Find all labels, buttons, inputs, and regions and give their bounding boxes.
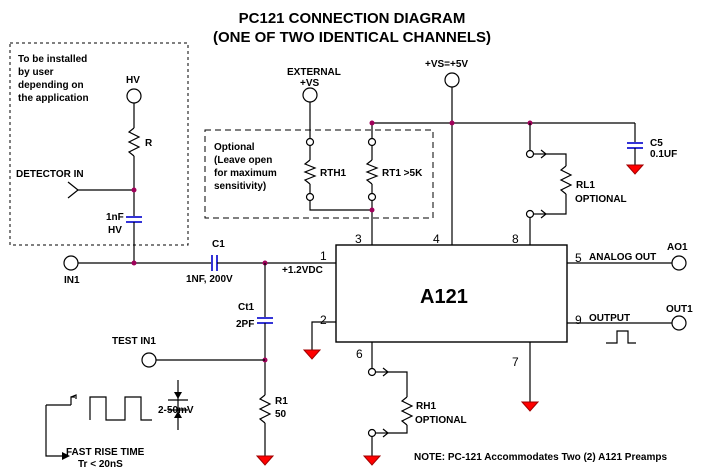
fast-rise-label: FAST RISE TIME [66,447,145,458]
hv-capacitor-value: 1nF [106,212,124,223]
resistor-rt1 [365,159,379,185]
pin-9: 9 [575,313,582,327]
diagram-title: PC121 CONNECTION DIAGRAM [239,10,466,27]
test-in1-label: TEST IN1 [112,336,156,347]
user-note-line1: To be installed [18,54,87,65]
pulse-amplitude: 2-50mV [158,405,194,416]
external-vs-line1: EXTERNAL [287,67,341,78]
pin-4: 4 [433,232,440,246]
external-vs-line2: +VS [300,78,320,89]
ct1-label: Ct1 [238,302,255,313]
rl1-optional: OPTIONAL [575,194,627,205]
pin-8: 8 [512,232,519,246]
hv-label: HV [126,75,140,86]
optional-note-line1: Optional [214,142,255,153]
analog-output: ANALOG OUT AO1 [567,242,688,271]
digital-output: OUTPUT OUT1 [567,304,693,344]
diagram-subtitle: (ONE OF TWO IDENTICAL CHANNELS) [213,29,491,46]
resistor-rl1 [559,165,573,195]
rise-time-label: Tr < 20nS [78,459,123,470]
external-vs-terminal [302,87,318,103]
optional-thermistor-box: Optional (Leave open for maximum sensiti… [204,129,434,219]
c5-label: C5 [650,138,663,149]
optional-note-line4: sensitivity) [214,181,266,192]
optional-note-line2: (Leave open [214,155,272,166]
vs-supply: +VS=+5V C5 0.1UF [372,59,677,245]
in1-terminal [63,255,79,271]
resistor-r [127,127,141,157]
bias-voltage: +1.2VDC [282,265,323,276]
user-note-line2: by user [18,67,54,78]
ground-r1 [255,455,275,466]
ao1-label: AO1 [667,242,688,253]
rh1-network: RH1 OPTIONAL [362,342,467,466]
analog-out-label: ANALOG OUT [589,252,656,263]
vs-terminal [444,72,460,88]
r1-value: 50 [275,409,287,420]
ground-pin2 [302,349,322,360]
output-label: OUTPUT [589,313,630,324]
ground-c5 [625,164,645,175]
test-in1-terminal [141,352,157,368]
pin-3: 3 [355,232,362,246]
c1-value: 1NF, 200V [186,274,233,285]
hv-terminal [126,88,142,104]
optional-note-line3: for maximum [214,168,277,179]
user-note-line3: depending on [18,80,84,91]
output-pulse-icon [606,330,636,344]
a121-chip: A121 1 2 3 4 5 6 7 8 9 [320,232,582,369]
pin-7: 7 [512,355,519,369]
r1-label: R1 [275,396,288,407]
c1-label: C1 [212,239,225,250]
user-note-line4: the application [18,93,89,104]
in1-label: IN1 [64,275,80,286]
rh1-label: RH1 [416,401,436,412]
ct1-value: 2PF [236,319,254,330]
pin-2: 2 [320,313,327,327]
pin-5: 5 [575,251,582,265]
rl1-network: RL1 OPTIONAL [525,123,627,245]
pin-6: 6 [356,347,363,361]
rh1-optional: OPTIONAL [415,415,467,426]
user-install-box: To be installed by user depending on the… [9,42,189,263]
rth1-label: RTH1 [320,168,347,179]
test-pulse-waveform: 2-50mV FAST RISE TIME Tr < 20nS [45,380,194,470]
external-vs: EXTERNAL +VS [287,67,341,138]
rt1-label: RT1 >5K [382,168,423,179]
resistor-r1 [258,394,272,424]
rl1-label: RL1 [576,180,595,191]
thermistor-rth1 [303,159,317,185]
resistor-rh1 [400,396,414,426]
pin-1: 1 [320,249,327,263]
ground-pin7 [520,401,540,412]
out1-label: OUT1 [666,304,693,315]
detector-in-label: DETECTOR IN [16,169,84,180]
hv-capacitor-rating: HV [108,225,122,236]
note: NOTE: PC-121 Accommodates Two (2) A121 P… [414,452,667,463]
ao1-terminal [671,255,687,271]
c5-value: 0.1UF [650,149,677,160]
chip-label: A121 [420,286,468,308]
out1-terminal [671,315,687,331]
vs-label: +VS=+5V [425,59,468,70]
input-network: IN1 C1 1NF, 200V +1.2VDC [63,239,336,286]
ground-pin6 [362,455,382,466]
resistor-r-label: R [145,138,153,149]
test-network: Ct1 2PF TEST IN1 R1 50 [112,263,288,466]
detector-input-arrow [67,181,79,199]
